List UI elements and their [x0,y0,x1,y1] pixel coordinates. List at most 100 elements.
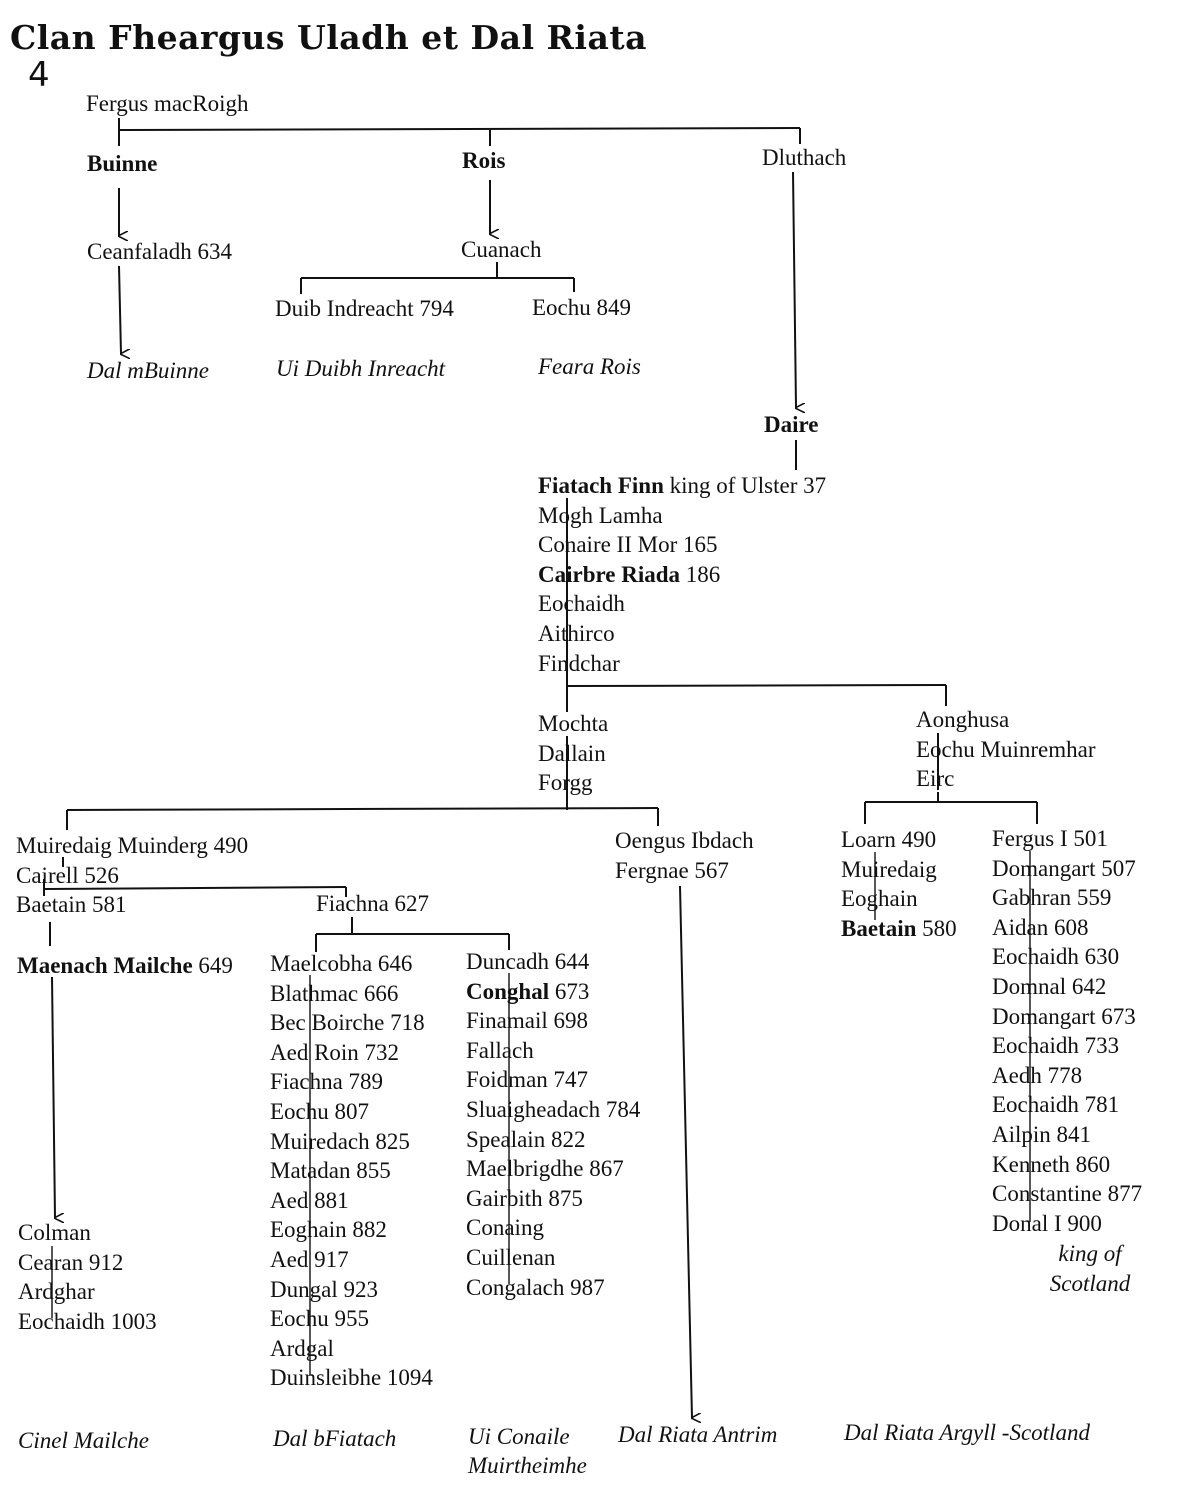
person-aed-881: Aed 881 [270,1187,349,1213]
line-forgg-bar [66,807,659,811]
duncadh-line: Duncadh 644 Conghal 673 Finamail 698 Fal… [466,947,640,1302]
person-cairell: Cairell 526 [16,862,119,888]
person-domangart-507: Domangart 507 [992,855,1136,881]
sept-muirtheimhe: Muirtheimhe [468,1453,587,1478]
person-ardgal: Ardgal [270,1335,334,1361]
person-baetain-580: Baetain 580 [841,915,957,941]
person-fergus-i: Fergus I 501 [992,826,1108,851]
person-fiachna-789: Fiachna 789 [270,1069,384,1095]
person-fallach: Fallach [466,1037,534,1063]
person-ceanfaladh: Ceanfaladh 634 [87,239,232,264]
person-eochaidh-733: Eochaidh 733 [992,1033,1120,1059]
mochta-branch: Mochta Dallain Forgg [538,709,608,798]
sept-dal-riata-argyll: Dal Riata Argyll -Scotland [844,1420,1090,1445]
person-constantine: Constantine 877 [992,1181,1143,1207]
person-spealain: Spealain 822 [466,1126,586,1152]
person-gabhran: Gabhran 559 [992,885,1112,911]
person-maenach-mailche: Maenach Mailche 649 [17,953,233,978]
person-eochaidh-630: Eochaidh 630 [992,944,1120,970]
person-oengus-ibdach: Oengus Ibdach [615,828,754,853]
person-matadan: Matadan 855 [270,1158,391,1184]
person-dallain: Dallain [538,740,606,766]
person-muiredaig-muinderg: Muiredaig Muinderg 490 [16,833,249,858]
person-gairbith: Gairbith 875 [466,1185,583,1211]
person-loarn: Loarn 490 [841,827,937,852]
person-aed-roin: Aed Roin 732 [270,1039,400,1065]
person-mochta: Mochta [538,711,609,736]
person-buinne: Buinne [87,151,158,176]
person-muiredach-825: Muiredach 825 [270,1128,410,1154]
sept-feara-rois: Feara Rois [538,354,641,379]
person-eochaidh-781: Eochaidh 781 [992,1092,1120,1118]
line-fergus-bar [118,127,801,131]
person-eochu-807: Eochu 807 [270,1098,370,1124]
sept-cinel-mailche: Cinel Mailche [18,1428,149,1453]
aonghusa-branch: Aonghusa Eochu Muinremhar Eirc [916,705,1095,794]
page-number: 4 [28,55,50,95]
oengus-branch: Oengus Ibdach Fergnae 567 [615,826,754,885]
colman-line: Colman Cearan 912 Ardghar Eochaidh 1003 [18,1218,157,1336]
person-rois: Rois [462,148,506,173]
sept-dal-bfiatach: Dal bFiatach [273,1426,397,1451]
person-forgg: Forgg [538,770,593,796]
maelcobha-line: Maelcobha 646 Blathmac 666 Bec Boirche 7… [270,949,433,1393]
person-cearan: Cearan 912 [18,1249,124,1275]
sept-dal-riata-antrim: Dal Riata Antrim [618,1422,778,1447]
person-kenneth: Kenneth 860 [992,1151,1111,1177]
spine-lineage: Fiatach Finn king of Ulster 37 Mogh Lamh… [538,471,826,678]
person-duinsleibhe: Duinsleibhe 1094 [270,1365,433,1391]
sept-dal-mbuinne: Dal mBuinne [87,358,210,383]
person-cuanach: Cuanach [461,237,542,262]
fergus-i-line: Fergus I 501 Domangart 507 Gabhran 559 A… [992,824,1142,1238]
person-conaing: Conaing [466,1215,544,1241]
person-sluaigheadach: Sluaigheadach 784 [466,1096,641,1122]
person-dluthach: Dluthach [762,145,847,170]
person-aidan: Aidan 608 [992,914,1089,940]
person-aonghusa: Aonghusa [916,707,1010,732]
person-maelcobha: Maelcobha 646 [270,951,413,976]
person-eochaidh-1003: Eochaidh 1003 [18,1308,157,1334]
note-scotland: Scotland [1049,1270,1131,1296]
person-ardghar: Ardghar [18,1279,95,1305]
person-daire: Daire [764,412,819,437]
sept-ui-conaile: Ui Conaile [468,1424,570,1449]
muiredaig-branch: Muiredaig Muinderg 490 Cairell 526 Baeta… [16,831,248,920]
note-king-of-scotland: king of Scotland [1045,1239,1135,1298]
person-eochaidh: Eochaidh [538,591,625,617]
person-eoghain-loarn: Eoghain [841,886,918,912]
person-domnal-642: Domnal 642 [992,973,1107,999]
loarn-branch: Loarn 490 Muiredaig Eoghain Baetain 580 [841,825,957,943]
line-findchar-bar [566,684,947,687]
arrow-maenach-colman [51,976,55,1218]
person-maelbrigdhe: Maelbrigdhe 867 [466,1156,624,1182]
person-domangart-673: Domangart 673 [992,1003,1136,1029]
person-fergus-macroigh: Fergus macRoigh [86,91,249,116]
person-conaire-ii-mor: Conaire II Mor 165 [538,532,718,558]
arrow-ceanfaladh-dalmbuinne [118,265,121,354]
line-cairell-fiachna-bar [43,886,347,890]
person-duncadh: Duncadh 644 [466,949,590,974]
person-congalach: Congalach 987 [466,1274,605,1300]
person-baetain-581: Baetain 581 [16,892,127,918]
person-fergnae: Fergnae 567 [615,857,729,883]
page-title: Clan Fheargus Uladh et Dal Riata [10,18,647,57]
person-aed-917: Aed 917 [270,1246,349,1272]
person-blathmac: Blathmac 666 [270,980,399,1006]
person-finamail: Finamail 698 [466,1008,589,1034]
person-eochu-849: Eochu 849 [532,295,632,320]
arrow-fergnae-antrim [679,885,692,1418]
person-eirc: Eirc [916,766,955,792]
person-cairbre-riada: Cairbre Riada 186 [538,561,721,587]
person-muiredaig-loarn: Muiredaig [841,856,937,882]
person-aedh-778: Aedh 778 [992,1062,1083,1088]
person-colman: Colman [18,1220,91,1245]
person-eochu-muinremhar: Eochu Muinremhar [916,736,1096,762]
person-eoghain-882: Eoghain 882 [270,1217,387,1243]
person-aithirco: Aithirco [538,620,615,646]
sept-ui-duibh-inreacht: Ui Duibh Inreacht [276,356,446,381]
person-mogh-lamha: Mogh Lamha [538,502,663,528]
person-cuillenan: Cuillenan [466,1244,556,1270]
person-eochu-955: Eochu 955 [270,1306,370,1332]
arrow-dluthach-daire [792,171,796,408]
